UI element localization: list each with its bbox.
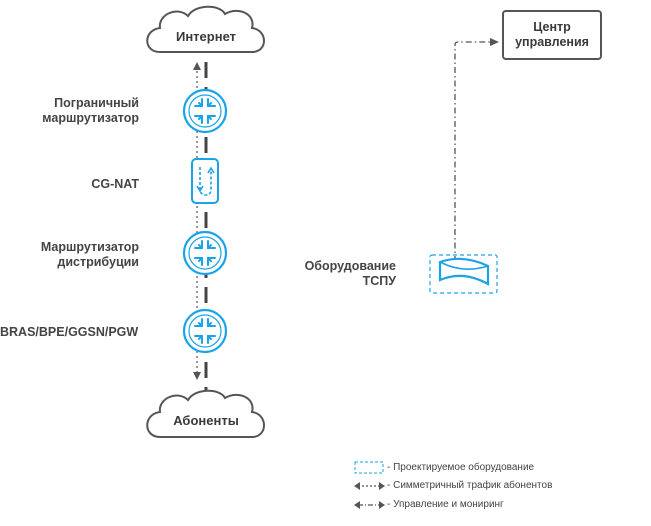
router-icon (182, 308, 228, 354)
legend-management-text: - Управление и мониринг (387, 499, 504, 510)
bras-label: BRAS/BPE/GGSN/PGW (0, 325, 139, 339)
legend-designed-symbol (354, 461, 384, 474)
subscribers-cloud (146, 389, 265, 438)
subscribers-label: Абоненты (173, 413, 239, 428)
border-router-label: Пограничный маршрутизатор (42, 96, 139, 125)
internet-cloud (146, 5, 265, 53)
control-center-box: Центр управления (502, 10, 602, 60)
legend-management-symbol (354, 501, 385, 509)
legend-symmetric-text: - Симметричный трафик абонентов (387, 480, 553, 491)
router-icon (182, 88, 228, 134)
legend-symmetric-symbol (354, 482, 385, 490)
tspu-label: Оборудование ТСПУ (304, 259, 396, 288)
management-line (454, 38, 499, 262)
legend-designed-text: - Проектируемое оборудование (387, 462, 535, 473)
router-icon (182, 230, 228, 276)
control-center-label: Центр управления (515, 20, 589, 49)
internet-label: Интернет (175, 29, 236, 44)
cg-nat-label: CG-NAT (91, 177, 139, 191)
cg-nat-icon (191, 158, 219, 204)
distribution-router-label: Маршрутизатор дистрибуции (40, 240, 139, 269)
tspu-icon (429, 254, 498, 294)
